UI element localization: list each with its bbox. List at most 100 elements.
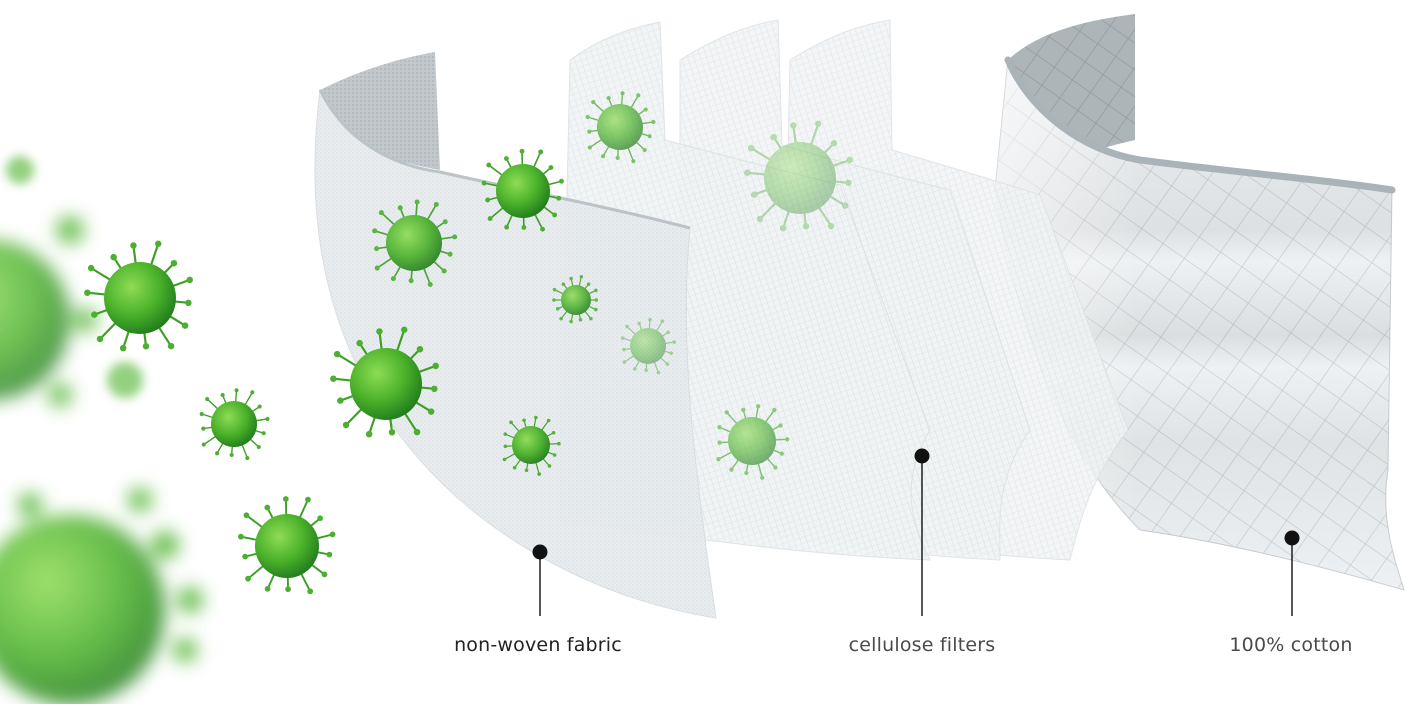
virus-spike-tip [773,465,777,469]
virus-spike-tip [622,348,626,352]
virus-spike-tip [636,93,640,97]
virus-spike-tip [409,278,414,283]
virus-spike-tip [522,419,526,423]
virus-spike-tip [110,254,116,260]
virus-spike-tip [155,241,161,247]
virus-spike-tip [488,216,493,221]
virus-icon [200,388,270,460]
virus-body [630,328,666,364]
virus-icon [238,496,335,594]
virus-spike-tip [616,156,620,160]
virus-spike-tip [262,431,266,435]
virus-spike-tip [547,419,551,423]
virus-spike-tip [815,121,821,127]
virus-spike-tip [587,130,591,134]
virus-spike-tip [452,234,457,239]
blurred-background-viruses [0,156,203,704]
virus-spike-tip [594,289,598,293]
virus-spike-tip [559,179,564,184]
virus-spike-tip [607,96,611,100]
virus-spike-tip [520,149,525,154]
virus-body [386,215,442,271]
virus-spike-tip [428,282,433,287]
virus-spike-tip [651,120,655,124]
virus-spike-tip [379,210,384,215]
virus-spike-tip [317,515,323,521]
virus-spike-tip [548,464,552,468]
virus-spike-tip [643,148,647,152]
virus-spike-tip [307,588,313,594]
virus-body [496,164,550,218]
virus-spike-tip [434,202,439,207]
virus-spike-tip [374,246,379,251]
virus-spike-tip [283,496,289,502]
virus-spike-tip [580,275,584,279]
virus-spike-tip [657,371,661,375]
virus-body [104,262,176,334]
virus-spike-tip [326,552,332,558]
virus-icon [0,216,97,407]
virus-spike-tip [143,343,149,349]
virus-spike-tip [666,362,670,366]
virus-spike-tip [221,393,225,397]
virus-spike-tip [729,467,733,471]
virus-spike-tip [780,225,786,231]
virus-spike-tip [644,107,648,111]
virus-spike-tip [552,213,557,218]
virus-spike-tip [504,444,508,448]
virus-spike-tip [257,445,261,449]
virus-spike-tip [540,227,545,232]
virus-body [764,142,836,214]
marker-dot-icon [915,449,930,464]
virus-spike-tip [744,169,750,175]
non-woven-marker [533,545,548,617]
virus-spike-tip [503,432,507,436]
virus-spike-tip [569,277,573,281]
virus-spike-tip [91,311,97,317]
virus-spike-tip [594,298,598,302]
virus-spike-tip [538,149,543,154]
virus-spike-tip [417,346,423,352]
virus-spike-tip [215,451,219,455]
virus-spike-tip [428,408,434,414]
virus-spike-tip [553,288,557,292]
virus-spike-tip [552,431,556,435]
virus-spike-tip [171,260,177,266]
virus-spike-tip [185,300,191,306]
virus-spike-tip [443,219,448,224]
virus-spike-tip [245,456,249,460]
virus-spike-tip [562,282,566,286]
virus-spike-tip [366,431,372,437]
virus-spike-tip [504,225,509,230]
virus-spike-tip [552,298,556,302]
virus-spike-tip [831,140,837,146]
virus-spike-tip [666,331,670,335]
virus-spike-tip [245,576,251,582]
virus-spike-tip [644,368,648,372]
virus-spike-tip [244,512,250,518]
virus-spike-tip [200,412,204,416]
virus-spike-tip [637,322,641,326]
virus-spike-tip [760,476,764,480]
virus-spike-tip [186,277,192,283]
virus-spike-tip [569,320,573,324]
virus-spike-tip [250,390,254,394]
virus-spike-tip [549,165,554,170]
virus-spike-tip [482,181,487,186]
virus-spike-tip [751,191,757,197]
virus-spike-tip [717,440,721,444]
virus-spike-tip [785,437,789,441]
label-non-woven-fabric: non-woven fabric [454,634,622,656]
virus-spike-tip [744,471,748,475]
virus-spike-tip [846,157,852,163]
virus-spike-tip [205,397,209,401]
virus-spike-tip [557,442,561,446]
virus-spike-tip [376,328,382,334]
virus-spike-tip [661,319,665,323]
virus-spike-tip [285,586,291,592]
virus-body [211,401,257,447]
virus-spike-tip [845,180,851,186]
virus-spike-tip [741,408,745,412]
virus-spike-tip [633,367,637,371]
virus-spike-tip [265,417,269,421]
